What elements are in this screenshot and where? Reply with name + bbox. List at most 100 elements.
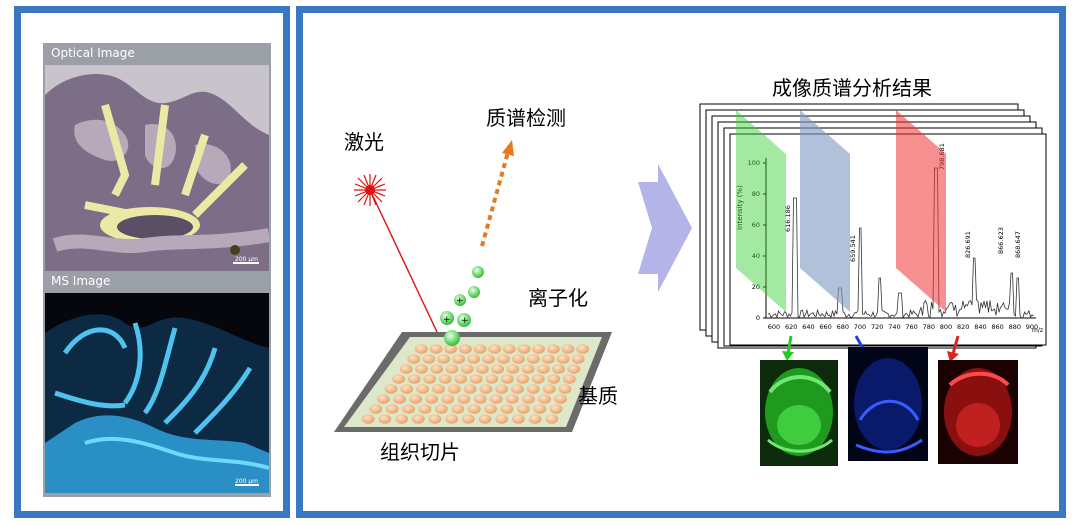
ms-image: 200 µm [45,293,269,493]
matrix-dot [479,384,493,394]
spectrum-x-label: m/z [1032,327,1043,334]
matrix-dot [511,384,524,394]
transition-arrow [638,164,692,292]
spectrum-y-tick: 100 [748,159,760,167]
matrix-dot [473,394,487,404]
matrix-dot [423,374,437,384]
spectrum-y-tick: 60 [752,221,760,229]
ms-detection-arrow [480,140,514,247]
red-channel-band [896,110,946,312]
matrix-dot [415,364,428,374]
matrix-dot [415,344,428,354]
spectrum-x-tick: 640 [802,323,814,331]
spectrum-x-tick: 780 [923,323,935,331]
red-channel-image [938,360,1018,464]
blue-channel-image [848,347,928,461]
matrix-dot [491,364,504,374]
matrix-dot [512,354,525,364]
spectrum-x-tick: 800 [940,323,952,331]
spectrum-y-tick: 0 [756,314,760,322]
matrix-dot [438,374,452,384]
matrix-dot [422,354,436,364]
matrix-dot [516,374,530,384]
matrix-dot [495,414,509,424]
green-channel-image [760,360,838,466]
label-ms-detection: 质谱检测 [486,106,566,130]
matrix-dot [444,344,458,354]
green-arrow-icon [782,335,794,361]
matrix-dots [361,344,589,424]
matrix-dot [432,384,445,394]
svg-text:+: + [443,315,451,325]
matrix-dot [526,384,540,394]
ms-image-frame: MS Image 200 µm [43,271,271,497]
matrix-dot [545,414,559,424]
matrix-dot [460,364,474,374]
matrix-dot [500,374,514,384]
matrix-dot [378,414,392,424]
matrix-dot [505,394,519,404]
label-tissue-section: 组织切片 [380,440,460,464]
matrix-dot [495,384,509,394]
label-matrix: 基质 [578,384,618,408]
label-result-title: 成像质谱分析结果 [772,76,932,100]
matrix-dot [576,344,589,354]
matrix-dot [384,384,398,394]
matrix-dot [451,404,465,414]
matrix-dot [506,364,520,374]
spectrum-x-tick: 620 [785,323,797,331]
matrix-dot [467,404,481,414]
matrix-dot [521,364,535,374]
matrix-dot [554,394,567,404]
ions: + + + [440,266,484,346]
matrix-dot [522,394,535,404]
laser-beam [370,191,438,333]
matrix-dot [377,394,390,404]
matrix-dot [478,414,492,424]
matrix-dot [407,374,421,384]
matrix-dot [430,364,444,374]
spectrum-x-tick: 700 [854,323,866,331]
matrix-dot [445,414,459,424]
ms-image-caption: MS Image [51,274,111,288]
matrix-dot [467,354,480,364]
spectrum-x-tick: 840 [974,323,986,331]
matrix-dot [482,354,495,364]
matrix-dot [556,354,570,364]
matrix-dot [447,384,461,394]
matrix-dot [558,384,572,394]
matrix-dot [469,374,483,384]
optical-image-caption: Optical Image [51,46,135,60]
blue-channel-band [800,110,850,312]
spectrum-x-tick: 740 [888,323,900,331]
matrix-dot [512,414,525,424]
matrix-dot [547,374,561,384]
matrix-dot [392,374,405,384]
matrix-dot [517,344,531,354]
matrix-dot [488,344,502,354]
spectrum-peak-label: 826.691 [964,231,972,258]
spectrum-peak-label: 866.623 [997,227,1005,254]
matrix-dot [546,344,560,354]
laser-icon [354,174,386,206]
matrix-dot [567,364,581,374]
matrix-dot [393,394,406,404]
spectrum-x-tick: 860 [991,323,1003,331]
spectrum-x-tick: 600 [768,323,780,331]
spectrum-peak-label: 868.647 [1014,231,1022,258]
matrix-dot [428,414,442,424]
svg-text:+: + [456,296,464,306]
matrix-dot [502,344,516,354]
matrix-dot [532,344,545,354]
matrix-dot [563,374,576,384]
matrix-dot [497,354,510,364]
matrix-dot [571,354,585,364]
left-panel: Optical Image 200 µm MS Image 200 µm [14,6,290,518]
matrix-dot [552,364,565,374]
spectrum-x-tick: 680 [837,323,849,331]
matrix-dot [416,384,430,394]
matrix-dot [409,394,422,404]
red-arrow-icon [947,335,960,362]
matrix-dot [441,394,455,404]
